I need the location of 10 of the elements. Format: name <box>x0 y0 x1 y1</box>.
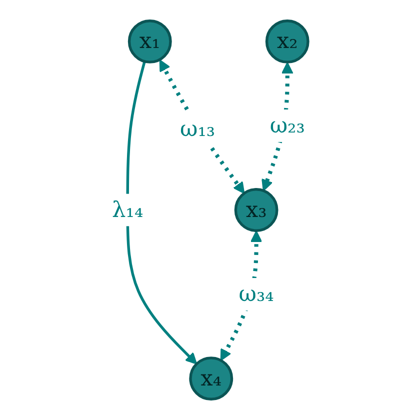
edge-label: ω₁₃ <box>180 116 216 142</box>
edge-label: ω₃₄ <box>238 280 274 306</box>
node-circle: x₄ <box>189 356 234 401</box>
node-circle: x₃ <box>234 188 278 232</box>
node-circle: x₁ <box>128 19 172 64</box>
arrow <box>126 61 198 364</box>
node-circle: x₂ <box>265 19 310 64</box>
edge-label: λ₁₄ <box>112 196 144 222</box>
edge-label: ω₂₃ <box>270 112 305 138</box>
arrow <box>159 60 245 194</box>
